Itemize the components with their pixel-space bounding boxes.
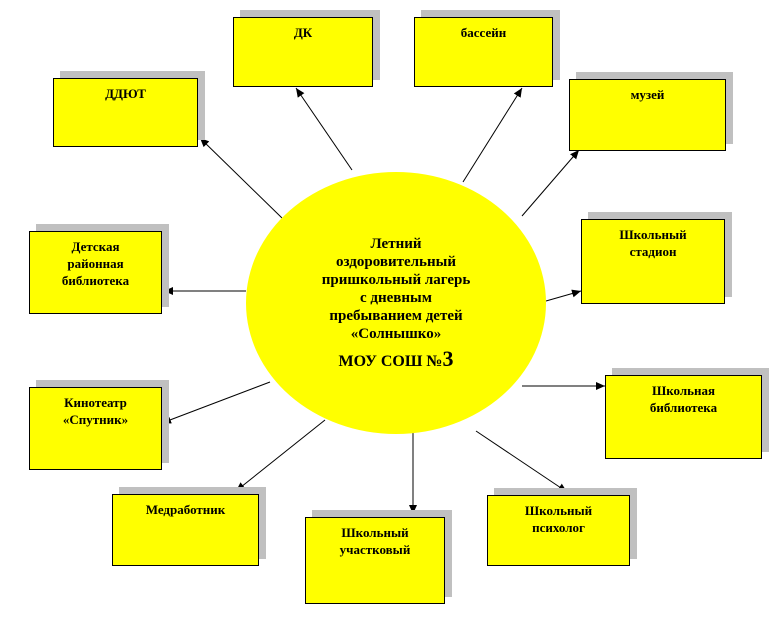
arrow-to-pool (462, 87, 523, 183)
node-dk: ДК (233, 17, 373, 87)
node-pool: бассейн (414, 17, 553, 87)
center-school-name: МОУ СОШ № (338, 352, 443, 370)
node-medic: Медработник (112, 494, 259, 566)
node-school-library: Школьная библиотека (605, 375, 762, 459)
center-school: МОУ СОШ №3 (338, 345, 454, 372)
center-circle: Летний оздоровительный пришкольный лагер… (246, 172, 546, 434)
node-district-library: Детская районная библиотека (29, 231, 162, 314)
arrow-to-ddut (199, 137, 283, 219)
arrow-to-dk (295, 87, 353, 171)
arrow-to-psychologist (475, 430, 568, 493)
node-cinema: Кинотеатр «Спутник» (29, 387, 162, 470)
arrow-to-cinema (161, 381, 271, 424)
node-school-stadium: Школьный стадион (581, 219, 725, 304)
node-museum: музей (569, 79, 726, 151)
node-psychologist: Школьный психолог (487, 495, 630, 566)
arrow-to-medic (235, 419, 326, 492)
arrow-to-museum (521, 149, 580, 217)
arrow-to-school-stadium (545, 289, 582, 302)
center-school-number: 3 (442, 345, 454, 371)
node-ddut: ДДЮТ (53, 78, 198, 147)
center-title: Летний оздоровительный пришкольный лагер… (321, 235, 471, 342)
node-district-officer: Школьный участковый (305, 517, 445, 604)
